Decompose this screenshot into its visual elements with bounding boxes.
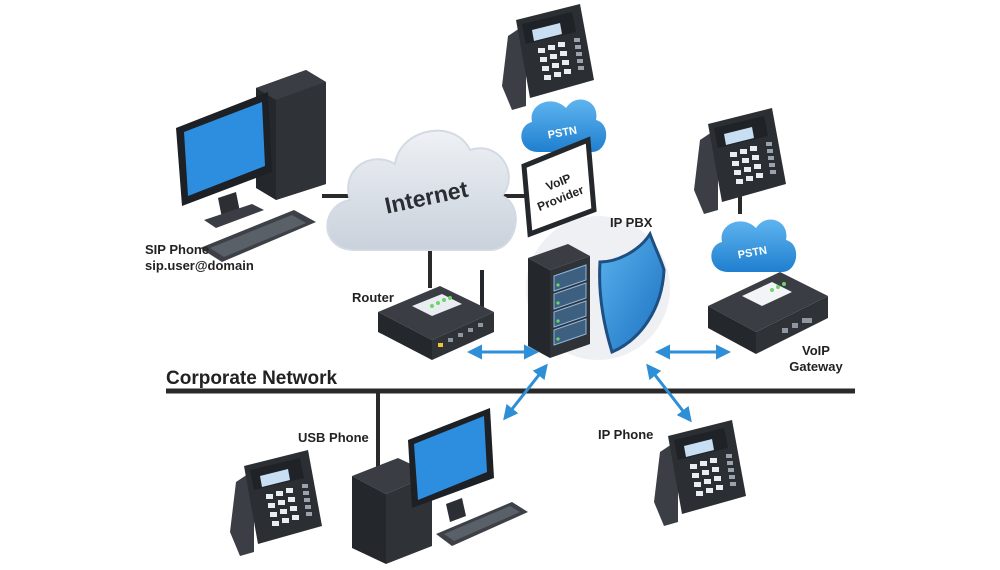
voip-gateway-icon — [708, 272, 828, 354]
arrow-pbx-usb-phone — [503, 363, 548, 421]
sip-phone-computer-icon — [176, 70, 326, 262]
voip-gateway-line2: Gateway — [789, 359, 843, 374]
sip-phone-label: SIP Phone sip.user@domain — [145, 242, 254, 274]
shield-icon — [598, 230, 666, 355]
usb-desk-phone-icon — [230, 450, 322, 556]
server-rack-icon — [528, 244, 590, 358]
ip-pbx-label: IP PBX — [610, 215, 653, 230]
router-label: Router — [352, 290, 394, 305]
ip-phone-label: IP Phone — [598, 427, 654, 442]
top-desk-phone-icon — [502, 4, 594, 110]
ip-pbx-icon — [526, 216, 670, 360]
voip-gateway-label: VoIP Gateway — [776, 343, 856, 375]
internet-cloud-icon: Internet — [326, 129, 517, 251]
pstn-top-label: PSTN — [547, 125, 578, 142]
arrow-pbx-ip-phone — [646, 363, 692, 423]
sip-phone-address: sip.user@domain — [145, 258, 254, 273]
pstn-right-label: PSTN — [737, 245, 768, 262]
voip-provider-box: VoIP Provider — [521, 136, 597, 238]
corporate-network-label: Corporate Network — [166, 368, 338, 389]
pstn-cloud-top-icon: PSTN — [521, 99, 607, 152]
voip-gateway-line1: VoIP — [802, 343, 830, 358]
usb-phone-label: USB Phone — [298, 430, 369, 445]
connection-arrows — [467, 344, 731, 423]
ip-desk-phone-icon — [654, 420, 746, 526]
usb-phone-computer-icon — [352, 408, 528, 564]
sip-phone-title: SIP Phone — [145, 242, 210, 257]
router-icon — [378, 270, 494, 360]
pstn-cloud-right-icon: PSTN — [711, 219, 797, 272]
